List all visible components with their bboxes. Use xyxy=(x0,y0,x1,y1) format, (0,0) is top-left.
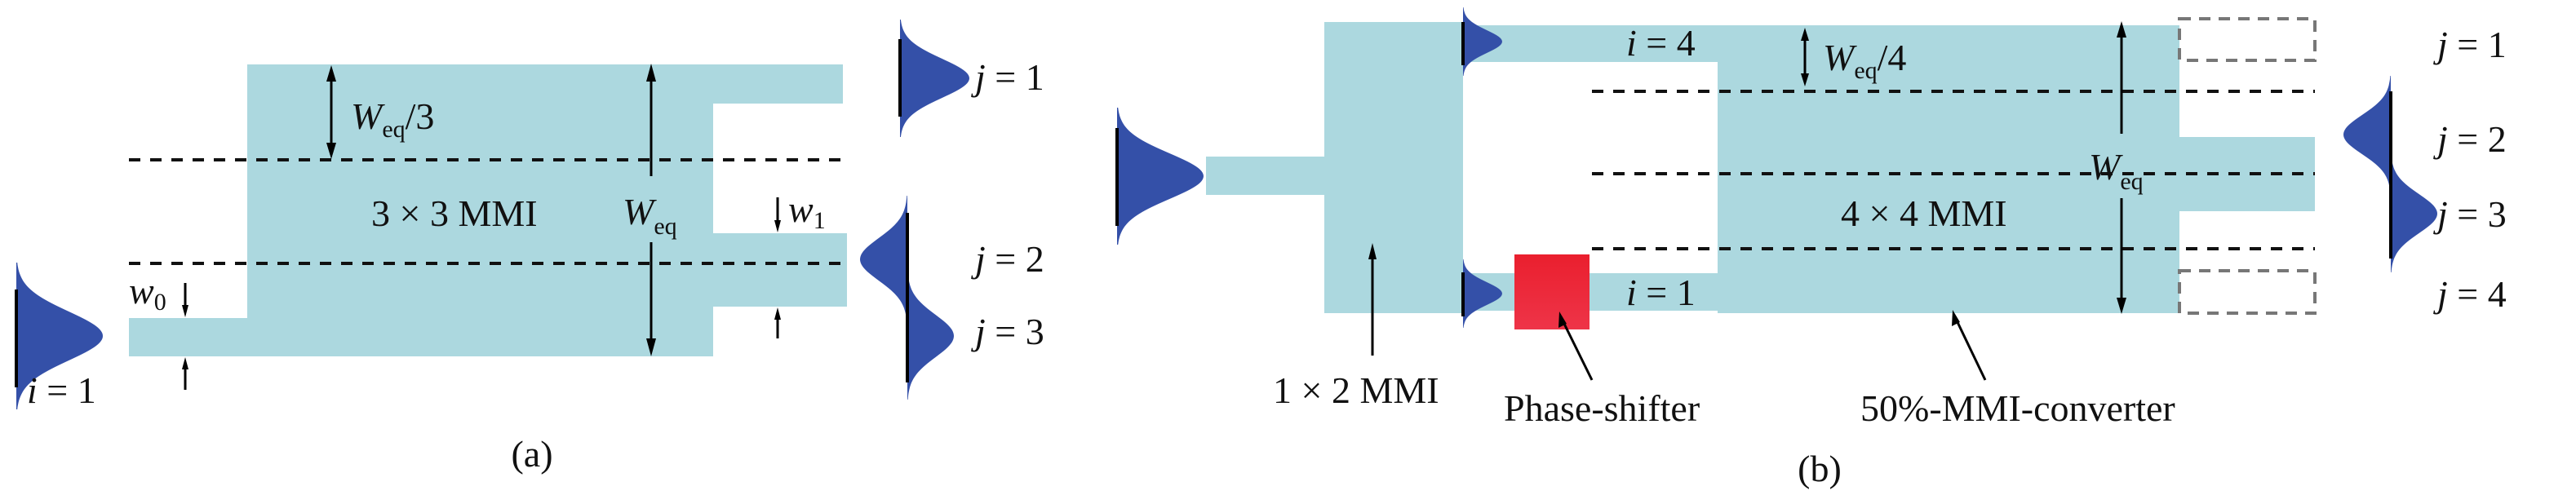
output-mode-profile-j2-j3 xyxy=(860,196,954,400)
output-waveguide xyxy=(2177,137,2315,211)
phase-shifter-callout-label: Phase-shifter xyxy=(1504,387,1700,429)
mmi-4x4-label: 4 × 4 MMI xyxy=(1841,192,2007,234)
arm-bottom xyxy=(1461,273,1722,311)
mmi-3x3-label: 3 × 3 MMI xyxy=(371,192,538,234)
input-waveguide xyxy=(129,318,251,356)
output-waveguide-middle xyxy=(712,233,847,307)
output-mode-profile-j2-j3 xyxy=(2343,76,2437,272)
w0-arrows xyxy=(182,283,188,390)
input-port-label: i = 1 xyxy=(27,369,96,411)
weq-quarter-arrow xyxy=(1801,28,1809,86)
weq-arrow xyxy=(646,64,656,356)
output-port-label-j3: j = 3 xyxy=(971,311,1044,352)
output-waveguide-top xyxy=(712,64,843,104)
w0-label: w0 xyxy=(129,270,166,316)
output-port-label-j2: j = 2 xyxy=(2433,118,2507,160)
input-waveguide xyxy=(1206,157,1328,195)
caption-b: (b) xyxy=(1798,448,1842,489)
caption-a: (a) xyxy=(511,433,552,475)
output-port-label-j4: j = 4 xyxy=(2433,273,2507,315)
converter-callout-arrow xyxy=(1952,310,1987,381)
weq-arrow xyxy=(2117,21,2126,314)
arm-label-i4: i = 4 xyxy=(1626,22,1696,64)
weq-label: Weq xyxy=(2089,146,2144,195)
arm-mode-profile-bottom xyxy=(1461,259,1502,328)
arm-top xyxy=(1461,25,1722,62)
input-mode-profile xyxy=(1115,108,1204,245)
weq-third-arrow xyxy=(326,65,336,159)
output-port-label-j3: j = 3 xyxy=(2433,193,2507,235)
converter-callout-label: 50%-MMI-converter xyxy=(1860,387,2175,429)
w1-arrows xyxy=(774,197,781,338)
output-port-label-j1: j = 1 xyxy=(971,56,1044,98)
mmi-1x2-body xyxy=(1324,22,1463,313)
output-port-label-j1: j = 1 xyxy=(2433,24,2507,65)
splitter-callout-arrow xyxy=(1368,243,1377,356)
weq-label: Weq xyxy=(623,191,677,240)
output-mode-profile-j1 xyxy=(898,20,969,137)
weq-third-label: Weq/3 xyxy=(351,95,434,143)
panel-b: i = 4 i = 1 Weq/4 Weq 4 × 4 MMI j = 1 j … xyxy=(1115,7,2507,489)
output-port-label-j2: j = 2 xyxy=(971,238,1044,280)
splitter-callout-label: 1 × 2 MMI xyxy=(1273,369,1439,411)
panel-a: Weq/3 Weq 3 × 3 MMI w1 w0 xyxy=(15,20,1044,475)
arm-label-i1: i = 1 xyxy=(1626,272,1696,313)
input-mode-profile xyxy=(15,263,103,409)
arm-mode-profile-top xyxy=(1461,7,1502,76)
mmi-3x3-body xyxy=(247,64,713,356)
weq-quarter-label: Weq/4 xyxy=(1823,37,1906,84)
unused-port-j4 xyxy=(2178,269,2317,315)
unused-port-j1 xyxy=(2178,17,2317,62)
mmi-4x4-body xyxy=(1718,25,2179,313)
phase-shifter-callout-arrow xyxy=(1558,312,1594,381)
phase-shifter xyxy=(1514,254,1589,329)
w1-label: w1 xyxy=(788,188,826,234)
